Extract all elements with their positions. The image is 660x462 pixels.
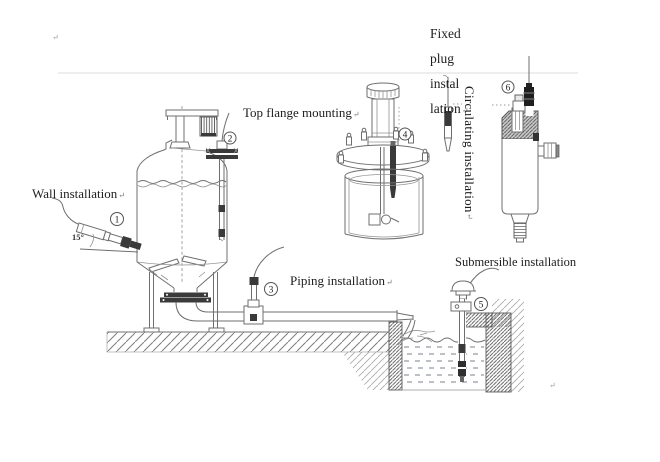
callout-number-6: 6 (506, 83, 511, 93)
stray-paragraph-mark-top: ↵ (52, 33, 59, 42)
label-wall-installation: Wall installation↵ (32, 186, 125, 202)
circulating-flow-cell (501, 56, 560, 243)
water-pour (397, 319, 433, 346)
label-wall-text: Wall installation (32, 186, 118, 201)
sump (388, 299, 524, 393)
top-flange-sensor (205, 112, 239, 242)
callout-number-3: 3 (269, 285, 274, 295)
callout-number-1: 1 (115, 215, 120, 225)
plug-electrode (442, 74, 510, 152)
label-fixed-plug-line4-text: lation (430, 101, 461, 116)
label-piping-text: Piping installation (290, 273, 385, 288)
label-circulating-text: Circulating installation (462, 86, 477, 213)
label-fixed-plug-line2: plug (430, 51, 455, 66)
paragraph-mark: ↵ (465, 212, 474, 220)
paragraph-mark: ↵ (385, 278, 393, 287)
label-fixed-plug-line1: Fixed (430, 26, 461, 41)
reactor-tank (136, 106, 228, 333)
label-circulating-installation: Circulating installation↵ (461, 86, 477, 220)
callout-circle-1 (110, 212, 124, 226)
label-angle-15deg: 15° (72, 232, 84, 242)
label-top-flange-mounting: Top flange mounting↵ (243, 105, 360, 121)
callout-circle-3 (264, 282, 278, 296)
paragraph-mark: ↵ (118, 191, 125, 200)
stray-paragraph-mark-bottom: ↵ (549, 381, 556, 390)
label-piping-installation: Piping installation↵ (290, 273, 393, 289)
label-submersible-installation: Submersible installation (455, 255, 576, 269)
paragraph-mark: ↵ (352, 110, 360, 119)
label-top-flange-text: Top flange mounting (243, 105, 352, 120)
callout-circle-5 (474, 297, 488, 311)
callout-circle-6 (501, 80, 515, 94)
label-fixed-plug-installation: Fixed plug instal lation↵ (430, 21, 468, 123)
callouts: 1 2 3 4 5 6 (110, 80, 515, 311)
piping-sensor-assembly (198, 246, 414, 325)
label-fixed-plug-line4: lation↵ (430, 96, 468, 123)
submersible-probe (450, 267, 500, 382)
label-fixed-plug-line3: instal (430, 76, 460, 91)
label-submersible-text: Submersible installation (455, 255, 577, 269)
ground (106, 331, 390, 390)
callout-number-5: 5 (479, 300, 484, 310)
paragraph-mark: ↵ (461, 106, 469, 115)
callout-circle-4 (398, 127, 412, 141)
callout-circle-2 (223, 131, 237, 145)
callout-number-4: 4 (403, 130, 408, 140)
wall-sensor (51, 197, 142, 253)
callout-number-2: 2 (228, 134, 233, 144)
